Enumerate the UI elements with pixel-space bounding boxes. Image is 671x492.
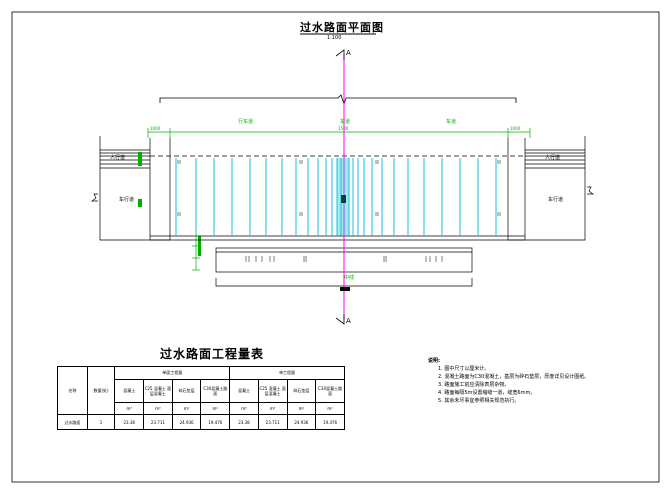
- row-value: 23.38: [114, 414, 145, 430]
- unit-cell: m³: [143, 401, 173, 416]
- unit-cell: m³: [257, 401, 288, 416]
- col-header: C30混凝土路面: [200, 378, 231, 403]
- unit-cell: m³: [229, 401, 259, 416]
- centerline-label-bottom: 中线: [344, 275, 355, 281]
- table-title: 过水路面工程量表: [160, 347, 265, 361]
- row-value: 23.38: [229, 414, 259, 430]
- svg-text:1000: 1000: [510, 126, 521, 131]
- section-mark-bottom: A: [346, 317, 351, 325]
- note-item: 4. 路面每隔5m设置缩缝一道，缝宽6mm。: [438, 390, 536, 396]
- row-count: 1: [86, 414, 116, 430]
- note-item: 5. 其余未尽事宜参照相关规范执行。: [438, 398, 520, 404]
- lane-label-left: 行车道: [238, 119, 254, 125]
- note-item: 3. 路面施工前应清除表层杂物。: [438, 382, 510, 388]
- header-group-1: 单面工程量: [114, 366, 231, 380]
- sheet-border: [11, 11, 660, 483]
- note-item: 1. 图中尺寸以厘米计。: [438, 366, 490, 372]
- row-value: 23.711: [257, 414, 288, 430]
- col-header: C30混凝土路面: [315, 378, 345, 403]
- lane-label-right: 车道: [446, 119, 457, 125]
- row-value: 24.936: [171, 414, 202, 430]
- row-value: 19.476: [315, 414, 345, 430]
- unit-cell: m²: [286, 401, 317, 416]
- row-value: 19.476: [200, 414, 231, 430]
- col-header: 混凝土: [114, 378, 145, 403]
- col-header: 碎石垫层: [286, 378, 317, 403]
- row-name: 过水路面: [57, 414, 88, 430]
- notes-block: 说明: 1. 图中尺寸以厘米计。 2. 混凝土路面为C30混凝土，基层为碎石垫层…: [428, 357, 589, 405]
- note-item: 2. 混凝土路面为C30混凝土，基层为碎石垫层，厚度详见设计图纸。: [438, 374, 590, 380]
- header-name: 名称: [57, 365, 88, 416]
- unit-cell: m³: [114, 401, 145, 416]
- table-row: 过水路面 1 23.38 23.711 24.936 19.476 23.38 …: [57, 414, 345, 430]
- right-approach: [508, 136, 595, 241]
- svg-text:1000: 1000: [150, 126, 161, 131]
- col-header: 混凝土: [229, 378, 259, 403]
- road-slab: [150, 138, 525, 241]
- row-value: 23.711: [143, 414, 173, 430]
- notes-heading: 说明:: [428, 358, 440, 364]
- top-boundary: [159, 94, 517, 106]
- header-group-2: 单工程量: [229, 366, 345, 380]
- lane-label-center: 车道: [340, 119, 351, 125]
- section-mark-top: A: [346, 49, 351, 57]
- header-count: 数量(处): [86, 365, 116, 416]
- right-carriageway-label: 车行道: [548, 197, 564, 203]
- quantity-table: 名称 数量(处) 单面工程量 单工程量 混凝土 C25 混凝土 面层混凝土 碎石…: [57, 365, 345, 430]
- unit-cell: m²: [171, 401, 202, 416]
- left-sidewalk-label: 人行道: [110, 155, 126, 161]
- col-header: C25 混凝土 面层混凝土: [257, 378, 288, 403]
- col-header: C25 混凝土 面层混凝土: [143, 378, 173, 403]
- left-approach: [90, 136, 170, 241]
- joint-lines: [175, 158, 497, 236]
- right-sidewalk-label: 人行道: [545, 155, 561, 161]
- top-dimension-line: [147, 128, 531, 138]
- unit-cell: m²: [315, 401, 345, 416]
- drawing-scale: 1:100: [327, 35, 342, 41]
- unit-cell: m²: [200, 401, 231, 416]
- row-value: 24.936: [286, 414, 317, 430]
- drawing-title: 过水路面平面图: [300, 21, 384, 34]
- left-carriageway-label: 车行道: [119, 197, 135, 203]
- col-header: 碎石垫层: [171, 378, 202, 403]
- svg-text:1500: 1500: [338, 126, 349, 131]
